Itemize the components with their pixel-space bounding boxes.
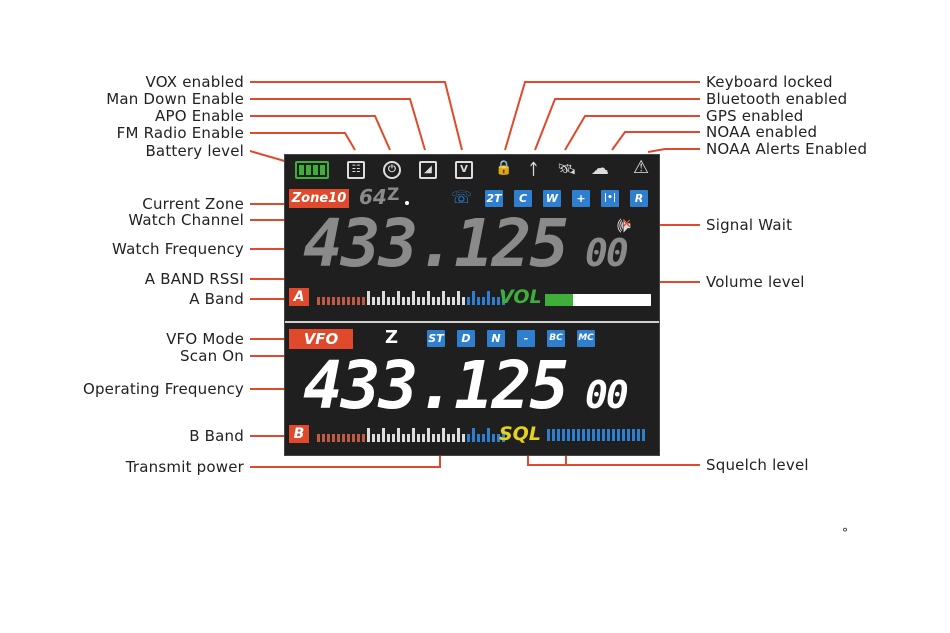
- label-tx-power: Transmit power: [125, 458, 244, 476]
- label-apo: APO Enable: [155, 107, 244, 125]
- label-noaa-alerts: NOAA Alerts Enabled: [706, 140, 868, 158]
- operating-frequency: 433.125: [303, 347, 569, 424]
- sql-label: SQL: [499, 423, 541, 445]
- degree-mark: °: [842, 526, 848, 540]
- label-volume: Volume level: [706, 273, 805, 291]
- radio-display: ☷ ⏻ ◢ V 🔒 ᛏ 🛰 ☁ ⚠ Zone10 64 Z ☏ 2T C W +…: [284, 154, 660, 456]
- label-keylock: Keyboard locked: [706, 73, 833, 91]
- icon-minus: -: [517, 330, 535, 347]
- signal-wait-icon: 🕪: [617, 213, 631, 238]
- operating-frequency-sub: 00: [585, 373, 629, 417]
- label-signal-wait: Signal Wait: [706, 216, 793, 234]
- watch-frequency: 433.125: [303, 205, 569, 282]
- channel-icon: ☏: [451, 188, 473, 208]
- a-band-tag: A: [289, 288, 309, 306]
- signal-wait-x-icon: ✕: [621, 217, 632, 232]
- icon-d: D: [457, 330, 475, 347]
- vox-icon: V: [455, 161, 473, 179]
- label-watch-channel: Watch Channel: [128, 211, 244, 229]
- scan-dot-top: [405, 201, 409, 205]
- squelch-meter: [547, 429, 645, 441]
- label-op-frequency: Operating Frequency: [82, 380, 244, 398]
- label-a-band: A Band: [189, 290, 244, 308]
- vol-label: VOL: [499, 286, 542, 308]
- scan-mark-top: Z: [387, 185, 400, 205]
- fm-radio-icon: ☷: [347, 161, 365, 179]
- b-band-tag: B: [289, 425, 309, 443]
- label-scan: Scan On: [180, 347, 244, 365]
- icon-st: ST: [427, 330, 445, 347]
- scan-mark-bottom: Z: [385, 327, 399, 348]
- label-watch-frequency: Watch Frequency: [112, 240, 244, 258]
- label-gps: GPS enabled: [706, 107, 804, 125]
- lock-icon: 🔒: [495, 160, 513, 176]
- icon-bc: BC: [547, 330, 565, 347]
- label-bluetooth: Bluetooth enabled: [706, 90, 848, 108]
- label-battery: Battery level: [145, 142, 244, 160]
- tx-power-meter: [317, 426, 505, 442]
- icon-c: C: [514, 190, 532, 207]
- noaa-alert-icon: ⚠: [633, 157, 650, 178]
- noaa-icon: ☁: [591, 158, 609, 179]
- a-band-rssi-meter: [317, 289, 505, 305]
- zone-tag: Zone10: [289, 189, 349, 208]
- label-rssi: A BAND RSSI: [144, 270, 244, 288]
- label-vox: VOX enabled: [145, 73, 244, 91]
- band-divider: [285, 321, 659, 323]
- watch-channel: 64: [359, 185, 387, 209]
- icon-r: R: [630, 190, 648, 207]
- battery-icon: [295, 161, 329, 179]
- label-vfo: VFO Mode: [166, 330, 244, 348]
- icon-plus: +: [572, 190, 590, 207]
- label-fm: FM Radio Enable: [116, 124, 244, 142]
- label-noaa: NOAA enabled: [706, 123, 818, 141]
- icon-mc: MC: [577, 330, 595, 347]
- label-mandown: Man Down Enable: [106, 90, 244, 108]
- vfo-tag: VFO: [289, 329, 353, 349]
- label-squelch: Squelch level: [706, 456, 809, 474]
- man-down-icon: ◢: [419, 161, 437, 179]
- icon-offset: |•|: [601, 190, 619, 207]
- icon-w: W: [543, 190, 561, 207]
- icon-2t: 2T: [485, 190, 503, 207]
- gps-icon: 🛰: [557, 160, 577, 178]
- icon-n: N: [487, 330, 505, 347]
- watch-frequency-sub: 00: [585, 231, 629, 275]
- label-b-band: B Band: [189, 427, 244, 445]
- volume-bar: [545, 294, 651, 306]
- apo-icon: ⏻: [383, 161, 401, 179]
- bluetooth-icon: ᛏ: [529, 160, 539, 178]
- label-zone: Current Zone: [142, 195, 244, 213]
